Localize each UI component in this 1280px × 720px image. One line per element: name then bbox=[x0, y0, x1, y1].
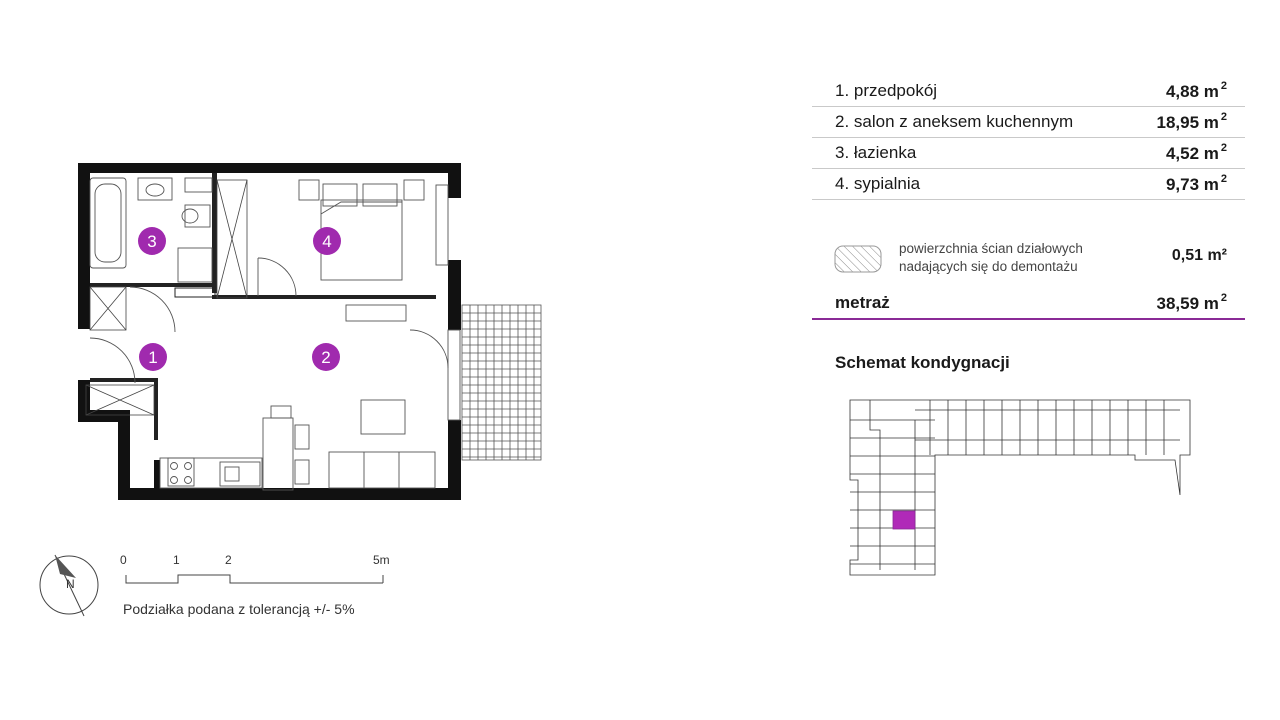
room-badge-4 bbox=[313, 227, 341, 255]
scale-tick-5m: 5m bbox=[373, 553, 390, 567]
total-label: metraż bbox=[835, 292, 890, 312]
scale-bar bbox=[125, 574, 384, 584]
scale-tick-1: 1 bbox=[173, 553, 180, 567]
scale-tick-0: 0 bbox=[120, 553, 127, 567]
removable-walls-row: powierzchnia ścian działowych nadających… bbox=[812, 239, 1245, 279]
living-furniture bbox=[89, 286, 461, 491]
scale-caption: Podziałka podana z tolerancją +/- 5% bbox=[123, 601, 355, 617]
room-badge-1 bbox=[139, 343, 167, 371]
scale-tick-2: 2 bbox=[225, 553, 232, 567]
bedroom-furniture bbox=[257, 179, 449, 322]
removable-walls-area: 0,51 m² bbox=[1171, 247, 1227, 264]
floor-schema bbox=[849, 399, 1191, 576]
room-name: 1. przedpokój bbox=[835, 81, 938, 100]
removable-walls bbox=[85, 179, 248, 416]
room-badge-3 bbox=[138, 227, 166, 255]
badge-4-label: 4 bbox=[322, 232, 331, 251]
badge-2-label: 2 bbox=[321, 348, 330, 367]
interior-walls bbox=[90, 173, 436, 440]
hatch-swatch-icon bbox=[834, 245, 882, 273]
compass-letter: N bbox=[66, 577, 75, 591]
room-name: 2. salon z aneksem kuchennym bbox=[835, 112, 1074, 131]
apartment-highlight bbox=[892, 510, 916, 530]
badge-1-label: 1 bbox=[148, 348, 157, 367]
north-arrow-icon: N bbox=[39, 554, 99, 617]
room-name: 4. sypialnia bbox=[835, 174, 921, 193]
removable-walls-label: powierzchnia ścian działowych nadających… bbox=[899, 241, 1083, 274]
badge-3-label: 3 bbox=[147, 232, 156, 251]
schema-title: Schemat kondygnacji bbox=[835, 353, 1010, 372]
bathroom-fixtures bbox=[89, 177, 213, 283]
terrace bbox=[461, 304, 542, 461]
room-badge-2 bbox=[312, 343, 340, 371]
room-name: 3. łazienka bbox=[835, 143, 917, 162]
room-badges: 3 4 1 2 bbox=[138, 227, 341, 371]
exterior-walls bbox=[78, 163, 461, 500]
